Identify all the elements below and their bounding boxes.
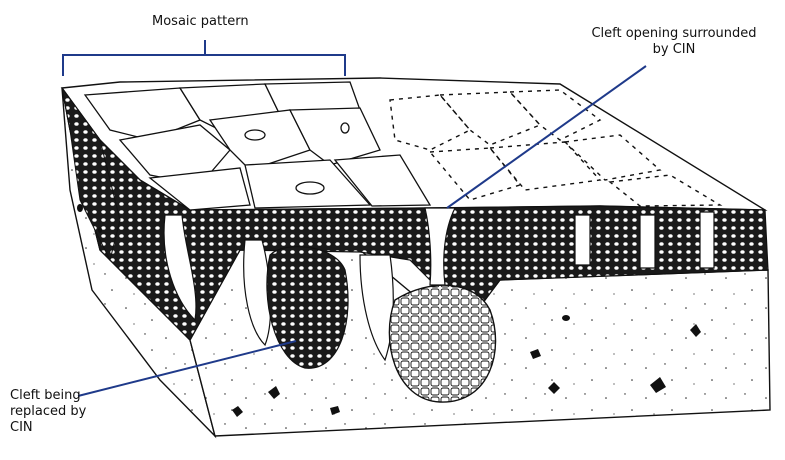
cleft-replaced-label: Cleft being replaced by CIN	[10, 388, 87, 435]
crypt-right-3	[699, 211, 715, 269]
cleft-opening-leader	[446, 65, 647, 209]
crypt-1	[163, 214, 197, 322]
mosaic-dashed-tiles	[389, 89, 723, 207]
crypt-2	[243, 239, 272, 347]
mosaic-pattern-label: Mosaic pattern	[152, 14, 249, 29]
mosaic-tiles	[83, 81, 432, 211]
cleft-replaced-leader	[77, 340, 297, 397]
cin-gland	[266, 246, 497, 403]
stroma-inclusions	[77, 204, 701, 417]
mosaic-bracket	[62, 40, 346, 76]
cleft-opening-label: Cleft opening surrounded by CIN	[591, 26, 757, 57]
cin-epithelium	[61, 87, 769, 341]
crypt-right-1	[574, 214, 591, 266]
crypt-3	[359, 254, 394, 362]
crypts	[163, 207, 715, 362]
crypt-right-2	[639, 214, 656, 269]
